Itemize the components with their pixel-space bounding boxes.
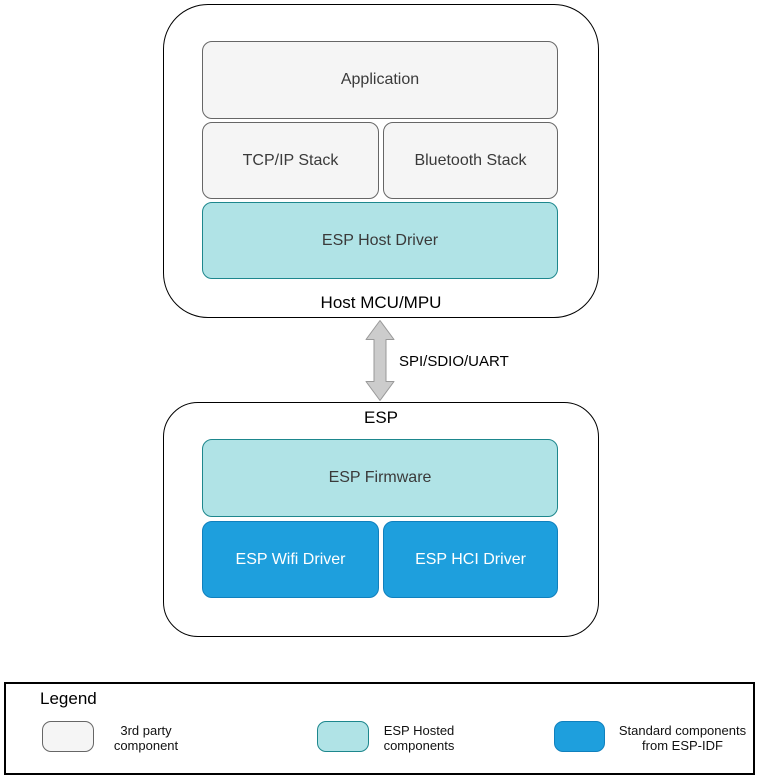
legend-label-esp-idf-line2: from ESP-IDF	[642, 738, 723, 753]
esp-hci-driver-box: ESP HCI Driver	[383, 521, 558, 598]
legend-label-third-party-line1: 3rd party	[120, 723, 172, 738]
legend-label-esp-hosted-line2: components	[383, 738, 455, 753]
esp-label: ESP	[363, 408, 399, 427]
legend-swatch-esp-hosted	[317, 721, 369, 752]
esp-host-driver-box: ESP Host Driver	[202, 202, 558, 279]
legend-label-esp-idf: Standard components from ESP-IDF	[604, 723, 761, 753]
host-mcu-label: Host MCU/MPU	[320, 293, 442, 312]
esp-host-driver-label: ESP Host Driver	[321, 231, 439, 249]
legend-label-third-party: 3rd party component	[81, 723, 211, 753]
application-box: Application	[202, 41, 558, 119]
esp-hci-driver-label: ESP HCI Driver	[415, 550, 526, 568]
legend-title: Legend	[40, 689, 97, 708]
legend-label-esp-idf-line1: Standard components	[618, 723, 747, 738]
legend-swatch-esp-idf	[554, 721, 605, 752]
esp-container	[163, 402, 599, 637]
esp-firmware-box: ESP Firmware	[202, 439, 558, 517]
bluetooth-stack-label: Bluetooth Stack	[414, 151, 527, 169]
esp-wifi-driver-box: ESP Wifi Driver	[202, 521, 379, 598]
legend-label-esp-hosted: ESP Hosted components	[354, 723, 484, 753]
tcpip-stack-label: TCP/IP Stack	[242, 151, 339, 169]
legend-panel: Legend 3rd party component ESP Hosted co…	[4, 682, 755, 775]
bluetooth-stack-box: Bluetooth Stack	[383, 122, 558, 199]
legend-label-esp-hosted-line1: ESP Hosted	[383, 723, 455, 738]
esp-firmware-label: ESP Firmware	[328, 469, 432, 486]
legend-label-third-party-line2: component	[113, 738, 179, 753]
double-arrow-icon	[365, 320, 395, 401]
esp-wifi-driver-label: ESP Wifi Driver	[235, 550, 346, 568]
legend-swatch-third-party	[42, 721, 94, 752]
spi-sdio-uart-label: SPI/SDIO/UART	[399, 353, 509, 370]
application-label: Application	[340, 71, 420, 88]
tcpip-stack-box: TCP/IP Stack	[202, 122, 379, 199]
